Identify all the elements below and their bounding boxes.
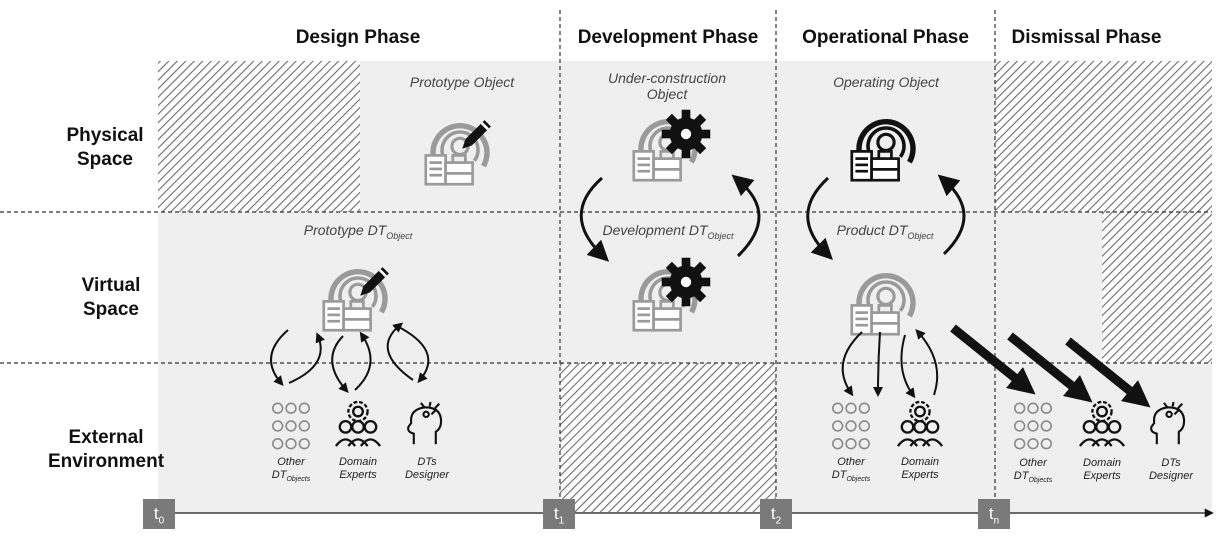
gear-icon xyxy=(661,257,711,307)
operational-external-panel xyxy=(776,363,995,512)
caption-prototype-dt: Prototype DTObject xyxy=(303,222,413,241)
op-cycle-arrow-right xyxy=(937,174,966,256)
operational-feedback-arrows xyxy=(841,329,939,399)
gear-icon xyxy=(661,109,711,159)
design-feedback-arrows xyxy=(270,322,430,394)
timeline-t0: t0 xyxy=(143,499,175,529)
cycle-arrows xyxy=(579,174,966,262)
timeline-tn: tn xyxy=(978,499,1010,529)
label-other-dt: Other DTObjects xyxy=(831,456,871,484)
phase-header-design: Design Phase xyxy=(295,27,421,48)
design-physical-hatched xyxy=(158,61,360,212)
design-physical-panel xyxy=(360,61,560,212)
caption-product-dt: Product DTObject xyxy=(836,222,934,241)
dev-cycle-arrow-right xyxy=(731,174,761,258)
label-other-dt: Other DTObjects xyxy=(1013,457,1053,485)
caption-development-dt: Development DTObject xyxy=(602,222,734,241)
phase-header-dismissal: Dismissal Phase xyxy=(1011,27,1162,48)
label-other-dt: Other DTObjects xyxy=(271,456,311,484)
dismissal-virtual-hatched xyxy=(1102,212,1212,363)
phase-header-operational: Operational Phase xyxy=(802,27,969,48)
phase-header-development: Development Phase xyxy=(577,27,759,48)
dismissal-physical-hatched xyxy=(995,61,1212,212)
caption-prototype-object: Prototype Object xyxy=(409,74,515,90)
caption-operating-object: Operating Object xyxy=(833,74,939,90)
background-panels xyxy=(158,61,1212,512)
op-cycle-arrow-left xyxy=(806,176,833,260)
dev-cycle-arrow-left xyxy=(579,176,610,262)
development-external-hatched xyxy=(560,363,776,512)
dashed-separators xyxy=(0,10,1212,500)
timeline-t1: t1 xyxy=(543,499,575,529)
timeline-t2: t2 xyxy=(760,499,792,529)
design-virtual-panel xyxy=(158,212,560,363)
development-virtual-panel xyxy=(560,212,776,363)
design-external-panel xyxy=(158,363,560,512)
dismissal-arrows xyxy=(950,324,1151,408)
